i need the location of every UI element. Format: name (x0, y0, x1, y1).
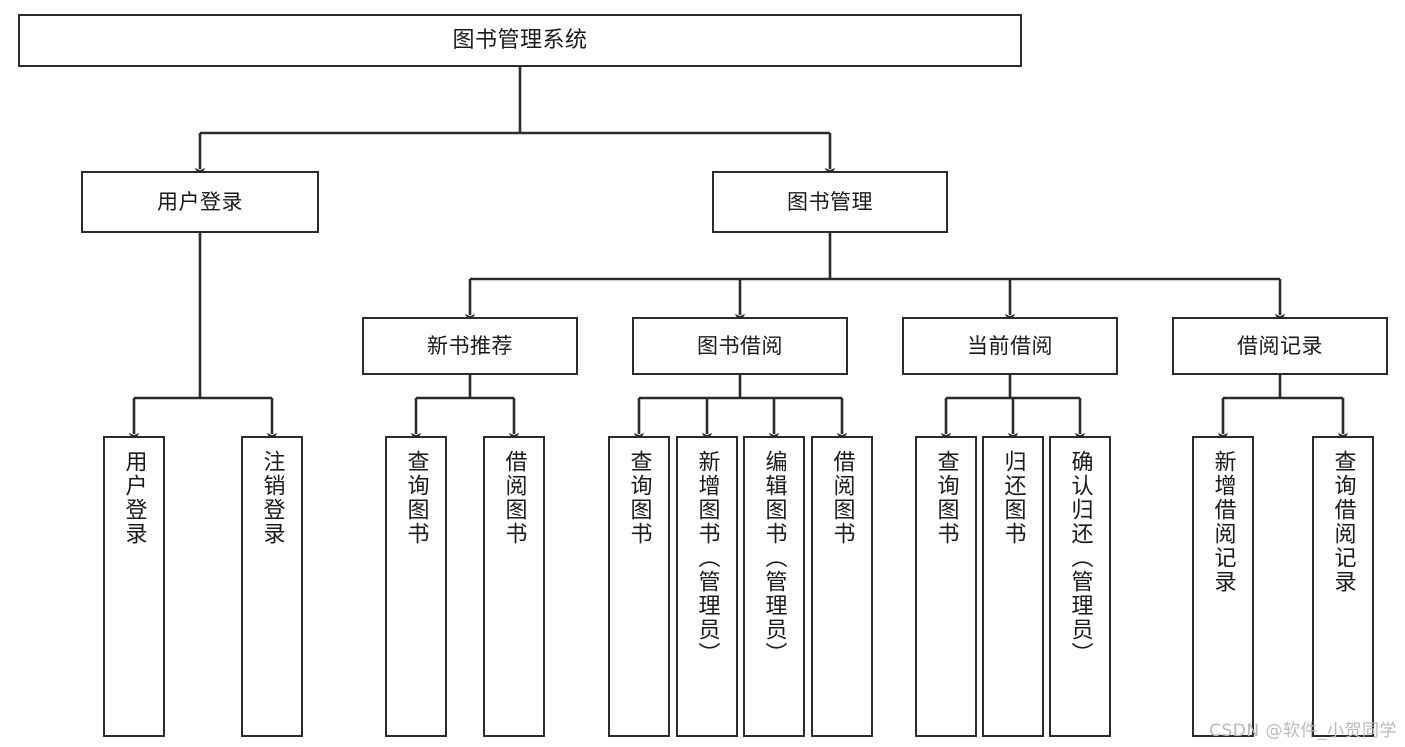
node-label: 图书借阅 (697, 333, 783, 358)
node-l-confirm[interactable]: 确认归还（管理员） (1049, 436, 1111, 737)
node-borrow[interactable]: 图书借阅 (632, 317, 848, 375)
node-label: 注销登录 (259, 450, 285, 546)
node-label: 借阅图书 (829, 450, 855, 546)
node-label: 查询图书 (403, 450, 429, 546)
node-label: 图书管理系统 (452, 27, 588, 53)
node-l-query1[interactable]: 查询图书 (385, 436, 447, 737)
node-label: 归还图书 (1000, 450, 1026, 546)
node-bookmgmt[interactable]: 图书管理 (712, 171, 948, 233)
node-label: 查询图书 (933, 450, 959, 546)
node-l-userlogin[interactable]: 用户登录 (103, 436, 165, 737)
node-l-return[interactable]: 归还图书 (982, 436, 1044, 737)
node-l-borrow2[interactable]: 借阅图书 (811, 436, 873, 737)
node-l-query3[interactable]: 查询图书 (915, 436, 977, 737)
node-label: 查询借阅记录 (1330, 450, 1356, 594)
node-l-edit[interactable]: 编辑图书（管理员） (743, 436, 805, 737)
node-newbook[interactable]: 新书推荐 (362, 317, 578, 375)
node-root[interactable]: 图书管理系统 (18, 14, 1022, 67)
node-label: 借阅记录 (1237, 333, 1323, 358)
node-l-addrec[interactable]: 新增借阅记录 (1192, 436, 1254, 737)
node-label: 查询图书 (626, 450, 652, 546)
watermark-text: CSDN @软件_小贺同学 (1209, 721, 1397, 741)
node-l-borrow1[interactable]: 借阅图书 (483, 436, 545, 737)
node-label: 图书管理 (787, 189, 873, 214)
node-l-logout[interactable]: 注销登录 (241, 436, 303, 737)
node-label: 用户登录 (157, 189, 243, 214)
node-l-query2[interactable]: 查询图书 (608, 436, 670, 737)
node-current[interactable]: 当前借阅 (902, 317, 1118, 375)
node-label: 当前借阅 (967, 333, 1053, 358)
node-label: 确认归还（管理员） (1067, 450, 1093, 666)
node-label: 新增图书（管理员） (694, 450, 720, 666)
node-userlogin[interactable]: 用户登录 (81, 171, 319, 233)
node-label: 用户登录 (121, 450, 147, 546)
node-label: 借阅图书 (501, 450, 527, 546)
node-l-queryrec[interactable]: 查询借阅记录 (1312, 436, 1374, 737)
node-label: 新增借阅记录 (1210, 450, 1236, 594)
node-label: 新书推荐 (427, 333, 513, 358)
node-l-add[interactable]: 新增图书（管理员） (676, 436, 738, 737)
node-label: 编辑图书（管理员） (761, 450, 787, 666)
node-records[interactable]: 借阅记录 (1172, 317, 1388, 375)
